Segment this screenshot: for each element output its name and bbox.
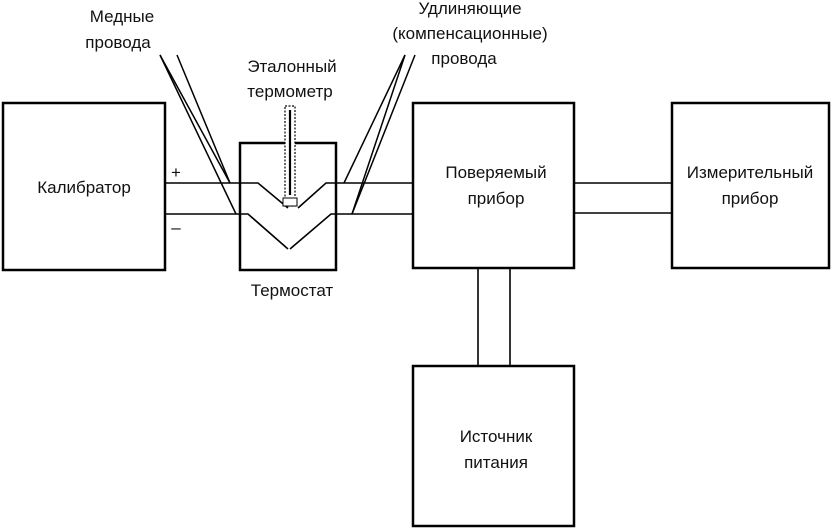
reference-thermometer-label-line2: термометр — [247, 82, 332, 101]
power-source-label-line2: питания — [464, 453, 528, 472]
extension-leader-3 — [351, 54, 416, 215]
extension-wires-label-line1: Удлиняющие — [418, 0, 521, 18]
dut-label-line1: Поверяемый — [445, 163, 546, 182]
minus-wire-extension — [289, 213, 413, 250]
power-source-label-line1: Источник — [460, 427, 533, 446]
copper-leader-1 — [159, 54, 231, 184]
measuring-device-label-line2: прибор — [722, 189, 779, 208]
extension-wires-label-line3: провода — [431, 49, 497, 68]
plus-wire-copper — [165, 182, 289, 209]
dut-label-line2: прибор — [468, 189, 525, 208]
minus-polarity-label: – — [171, 218, 181, 237]
copper-leader-2 — [159, 54, 237, 215]
copper-wires-label-line2: провода — [85, 33, 151, 52]
extension-leader-2 — [351, 54, 406, 215]
copper-leader-3 — [176, 54, 231, 184]
calibrator-label: Калибратор — [37, 178, 131, 197]
reference-thermometer — [282, 105, 298, 207]
measuring-device-box — [670, 101, 831, 270]
measuring-device-label-line1: Измерительный — [687, 163, 813, 182]
reference-thermometer-label-line1: Эталонный — [247, 57, 336, 76]
device-under-test-box — [411, 101, 576, 270]
plus-wire-extension — [297, 182, 413, 209]
minus-wire-copper — [165, 213, 289, 250]
power-source-box — [411, 364, 576, 528]
extension-wires-label-line2: (компенсационные) — [392, 24, 547, 43]
copper-wires-label-line1: Медные — [90, 7, 154, 26]
extension-leader-1 — [343, 54, 406, 184]
calibrator-box — [1, 101, 167, 272]
thermostat-label: Термостат — [251, 281, 334, 300]
plus-polarity-label: + — [171, 163, 181, 182]
